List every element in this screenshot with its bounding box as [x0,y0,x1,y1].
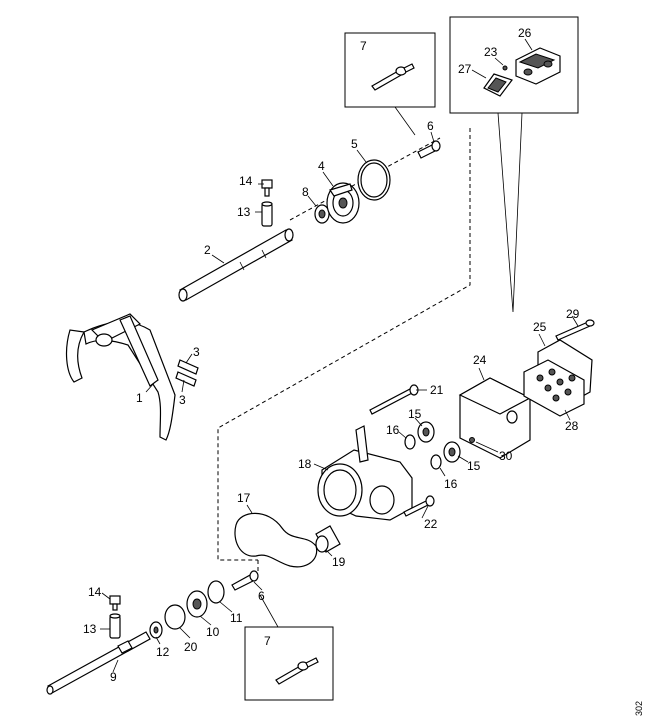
gasket-part-17 [234,512,318,568]
callout-7-lower: 7 [264,634,271,648]
bolt-part-22 [403,495,435,517]
inset-box-part-7-bottom [244,594,334,701]
connector-part-26 [515,47,561,85]
callout-14-lower: 14 [88,585,102,599]
shift-fork-part-1 [65,313,176,441]
callout-28: 28 [565,419,579,433]
leader-lines [100,38,579,673]
callout-14-upper: 14 [239,174,253,188]
callout-7-upper: 7 [360,39,367,53]
ring-part-16-lower [430,454,442,470]
callout-9: 9 [110,670,117,684]
callout-labels: 1 2 3 3 4 5 6 6 7 7 8 9 10 11 12 13 13 1… [83,26,644,716]
callout-22: 22 [424,517,438,531]
o-ring-part-5 [357,159,391,201]
callout-21: 21 [430,383,444,397]
callout-13-lower: 13 [83,622,97,636]
sleeve-part-13-bottom [109,613,121,639]
callout-10: 10 [206,625,220,639]
shift-rod-part-2 [178,228,294,302]
o-ring-part-11 [207,580,225,604]
callout-11: 11 [230,611,243,625]
bearing-part-4 [326,182,360,224]
gasket-part-28 [523,359,585,417]
callout-30: 30 [499,449,513,463]
callout-15-upper: 15 [408,407,422,421]
callout-29: 29 [566,307,580,321]
screw-part-29 [555,319,595,341]
bearing-part-10 [186,590,208,618]
callout-13-upper: 13 [237,205,251,219]
pin-part-7-top [371,63,415,91]
callout-1: 1 [136,391,143,405]
shift-rod-part-9 [46,631,151,695]
callout-5: 5 [351,137,358,151]
callout-25: 25 [533,320,547,334]
inset-box-part-7-top [344,32,436,136]
ring-part-16-upper [404,434,416,450]
callout-17: 17 [237,491,251,505]
callout-16-lower: 16 [444,477,458,491]
inset-box-connector [449,16,579,313]
pin-part-6-top [417,140,441,159]
callout-24: 24 [473,353,487,367]
callout-6-lower: 6 [258,589,265,603]
reference-code: 302 [634,701,644,716]
callout-6-upper: 6 [427,119,434,133]
housing-part-18 [317,425,413,521]
callout-18: 18 [298,457,312,471]
callout-19: 19 [332,555,346,569]
clip-part-27 [483,73,513,97]
gear-part-15-upper [417,421,435,443]
callout-15-lower: 15 [467,459,481,473]
callout-8: 8 [302,185,309,199]
callout-4: 4 [318,159,325,173]
o-ring-part-20 [164,604,186,630]
gear-part-15-lower [443,441,461,463]
callout-3-lower: 3 [179,393,186,407]
sleeve-part-19 [315,525,341,553]
pin-part-3 [175,359,199,387]
callout-26: 26 [518,26,532,40]
callout-16-upper: 16 [386,423,400,437]
pin-part-6-bottom [231,570,259,591]
seal-part-30 [469,437,475,443]
callout-20: 20 [184,640,198,654]
bolt-part-14-top [261,179,273,197]
callout-2: 2 [204,243,211,257]
seal-part-23 [502,65,508,71]
callout-12: 12 [156,645,170,659]
callout-27: 27 [458,62,472,76]
seal-part-12 [149,621,163,639]
cover-part-24 [458,377,532,459]
sleeve-part-13-top [261,201,273,227]
callout-3-upper: 3 [193,345,200,359]
pin-part-7-bottom [275,657,319,685]
callout-23: 23 [484,45,498,59]
bolt-part-14-bottom [109,595,121,611]
